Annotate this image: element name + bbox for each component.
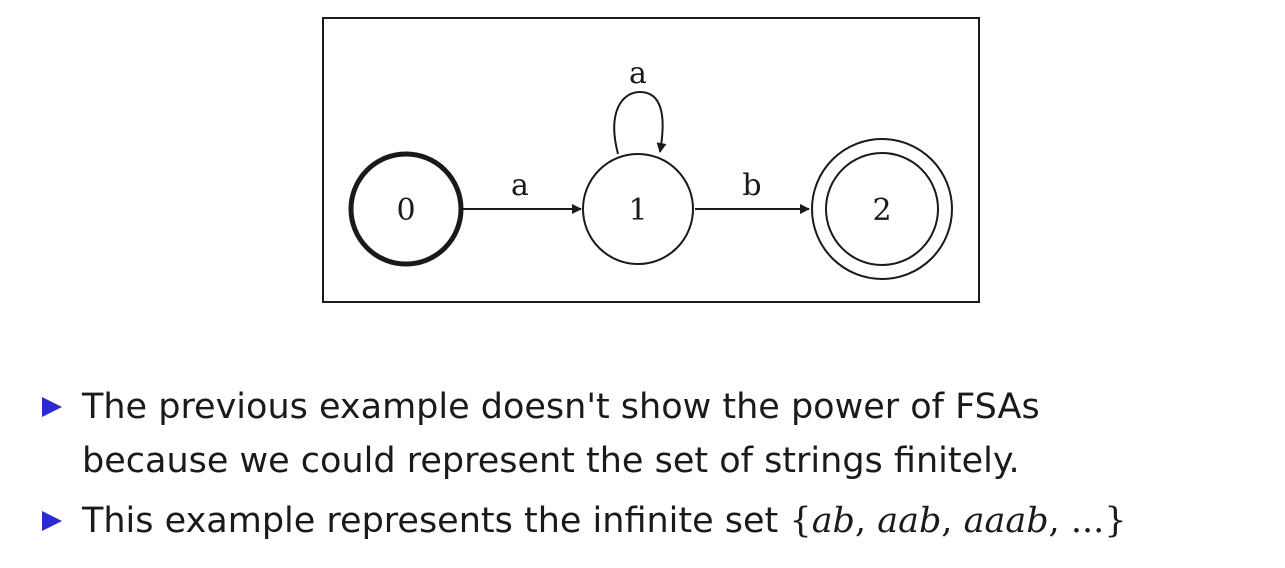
- set-item-3: aaab: [963, 501, 1049, 541]
- set-separator: ,: [854, 501, 878, 541]
- set-separator: ,: [941, 501, 964, 541]
- transition-1-1-label: a: [629, 56, 647, 91]
- state-2-inner-circle: [825, 152, 939, 266]
- bullet-list: The previous example doesn't show the po…: [42, 380, 1272, 554]
- bullet-2-text: This example represents the infinite set: [82, 501, 790, 541]
- set-close-brace: }: [1104, 501, 1127, 541]
- bullet-item-2: This example represents the infinite set…: [42, 494, 1272, 548]
- fsa-diagram: 0 1 2 a a b: [322, 17, 980, 303]
- state-1: 1: [582, 153, 694, 265]
- bullet-item-1: The previous example doesn't show the po…: [42, 380, 1272, 488]
- state-0-label: 0: [396, 193, 415, 228]
- set-item-2: aab: [877, 501, 942, 541]
- set-item-1: ab: [811, 501, 855, 541]
- state-2-label: 2: [872, 193, 891, 228]
- state-1-circle: [582, 153, 694, 265]
- triangle-bullet-icon: [42, 397, 62, 417]
- state-0-circle: [348, 151, 464, 267]
- transition-1-1-arrow: [613, 90, 667, 155]
- set-open-brace: {: [789, 501, 812, 541]
- infinite-set: {ab, aab, aaab, ...}: [789, 501, 1126, 541]
- set-separator: ,: [1048, 501, 1071, 541]
- state-1-label: 1: [628, 193, 647, 228]
- bullet-1-line-1: The previous example doesn't show the po…: [82, 387, 1040, 427]
- transition-0-1-label: a: [511, 168, 529, 203]
- triangle-bullet-icon: [42, 511, 62, 531]
- transition-1-2-label: b: [742, 168, 761, 203]
- state-2-outer-circle: [811, 138, 953, 280]
- state-2: 2: [811, 138, 953, 280]
- set-ellipsis: ...: [1070, 501, 1105, 541]
- state-0: 0: [348, 151, 464, 267]
- bullet-1-line-2: because we could represent the set of st…: [82, 441, 1020, 481]
- transition-1-1: a: [613, 56, 667, 155]
- transition-1-2: b: [695, 168, 810, 214]
- transition-0-1: a: [463, 168, 582, 214]
